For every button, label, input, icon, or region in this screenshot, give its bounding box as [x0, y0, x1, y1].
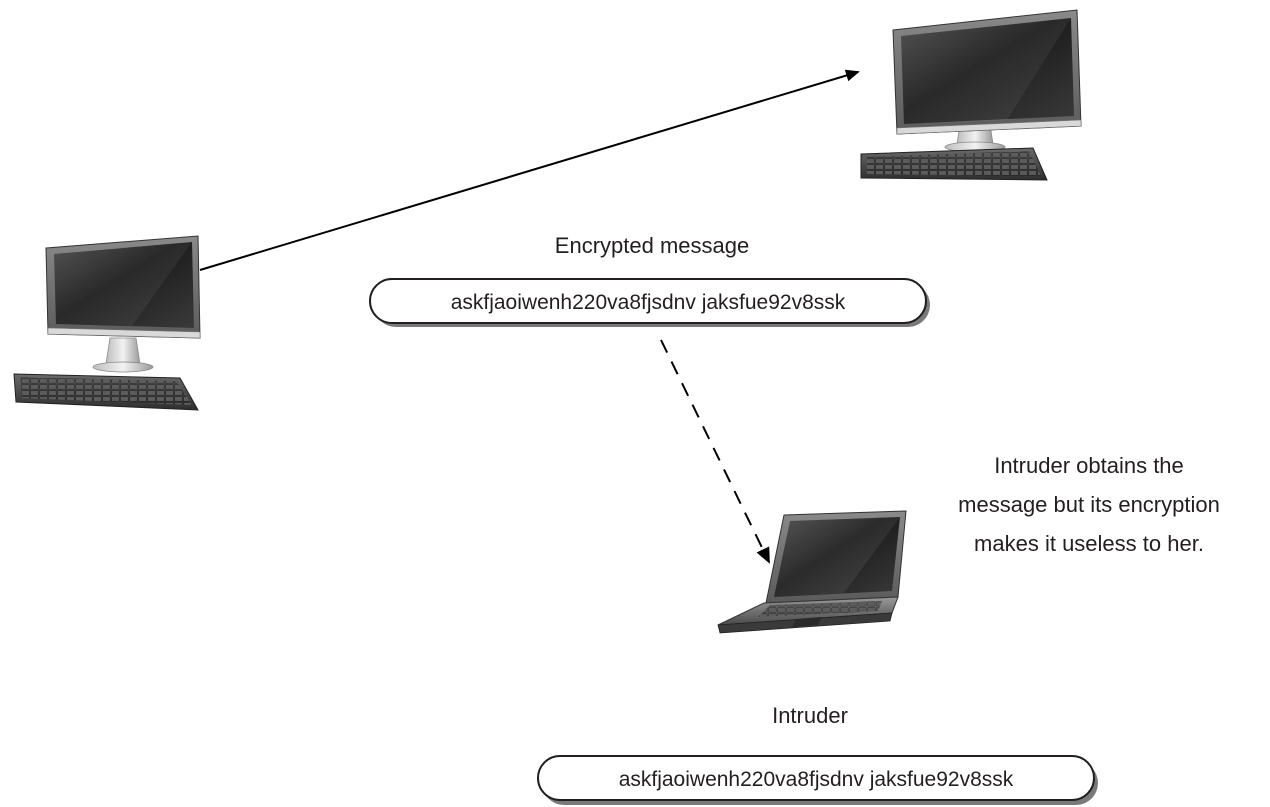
transmitted-message-box: askfjaoiwenh220va8fjsdnv jaksfue92v8ssk — [369, 278, 930, 327]
intercepted-message-box: askfjaoiwenh220va8fjsdnv jaksfue92v8ssk — [537, 755, 1098, 805]
intruder-note-line-1: Intruder obtains the — [994, 453, 1184, 478]
intruder-label: Intruder — [772, 703, 848, 728]
encrypted-message-label: Encrypted message — [555, 233, 749, 258]
intercepted-message-text: askfjaoiwenh220va8fjsdnv jaksfue92v8ssk — [619, 768, 1014, 791]
interception-arrow — [660, 339, 770, 564]
intruder-note-line-2: message but its encryption — [958, 492, 1220, 517]
transmission-arrow — [199, 69, 860, 271]
intruder-note-line-3: makes it useless to her. — [974, 531, 1204, 556]
sender-computer-icon — [13, 235, 201, 411]
transmitted-message-text: askfjaoiwenh220va8fjsdnv jaksfue92v8ssk — [451, 291, 846, 314]
receiver-computer-icon — [860, 9, 1082, 181]
intruder-laptop-icon — [717, 510, 907, 634]
